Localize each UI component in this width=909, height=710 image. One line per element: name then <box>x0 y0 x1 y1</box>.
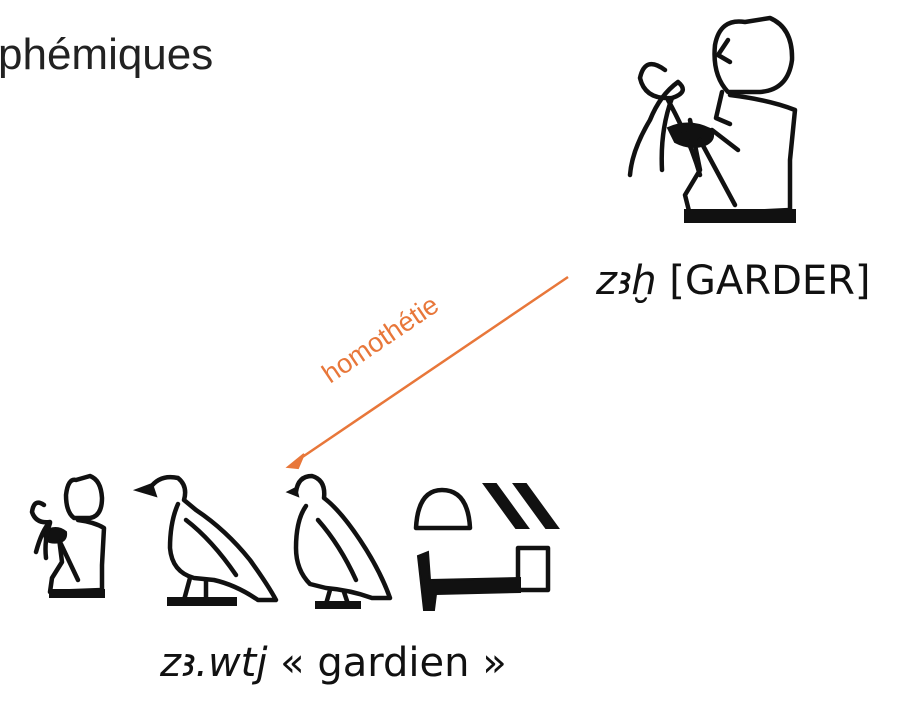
seated-man-holding-rope-icon <box>627 15 798 223</box>
quail-chick-icon <box>285 473 393 609</box>
word-gloss: « gardien » <box>267 640 507 686</box>
vulture-icon <box>132 474 279 606</box>
word-translit: zꜣ.wtj <box>160 640 268 686</box>
word-label: zꜣ.wtj « gardien » <box>160 640 507 686</box>
determinative-gloss: [GARDER] <box>656 258 871 304</box>
determinative-label: zꜣḫ [GARDER] <box>596 258 871 304</box>
bed-icon <box>416 545 551 611</box>
small-seated-man-icon <box>29 473 107 598</box>
arrow-shaft <box>297 275 569 462</box>
homothety-arrow <box>285 275 569 470</box>
slide-title: phémiques <box>0 30 214 79</box>
determinative-translit: zꜣḫ <box>596 258 657 304</box>
double-stroke-icon <box>482 483 560 529</box>
arrow-head <box>285 453 305 470</box>
bread-loaf-icon <box>413 487 473 531</box>
